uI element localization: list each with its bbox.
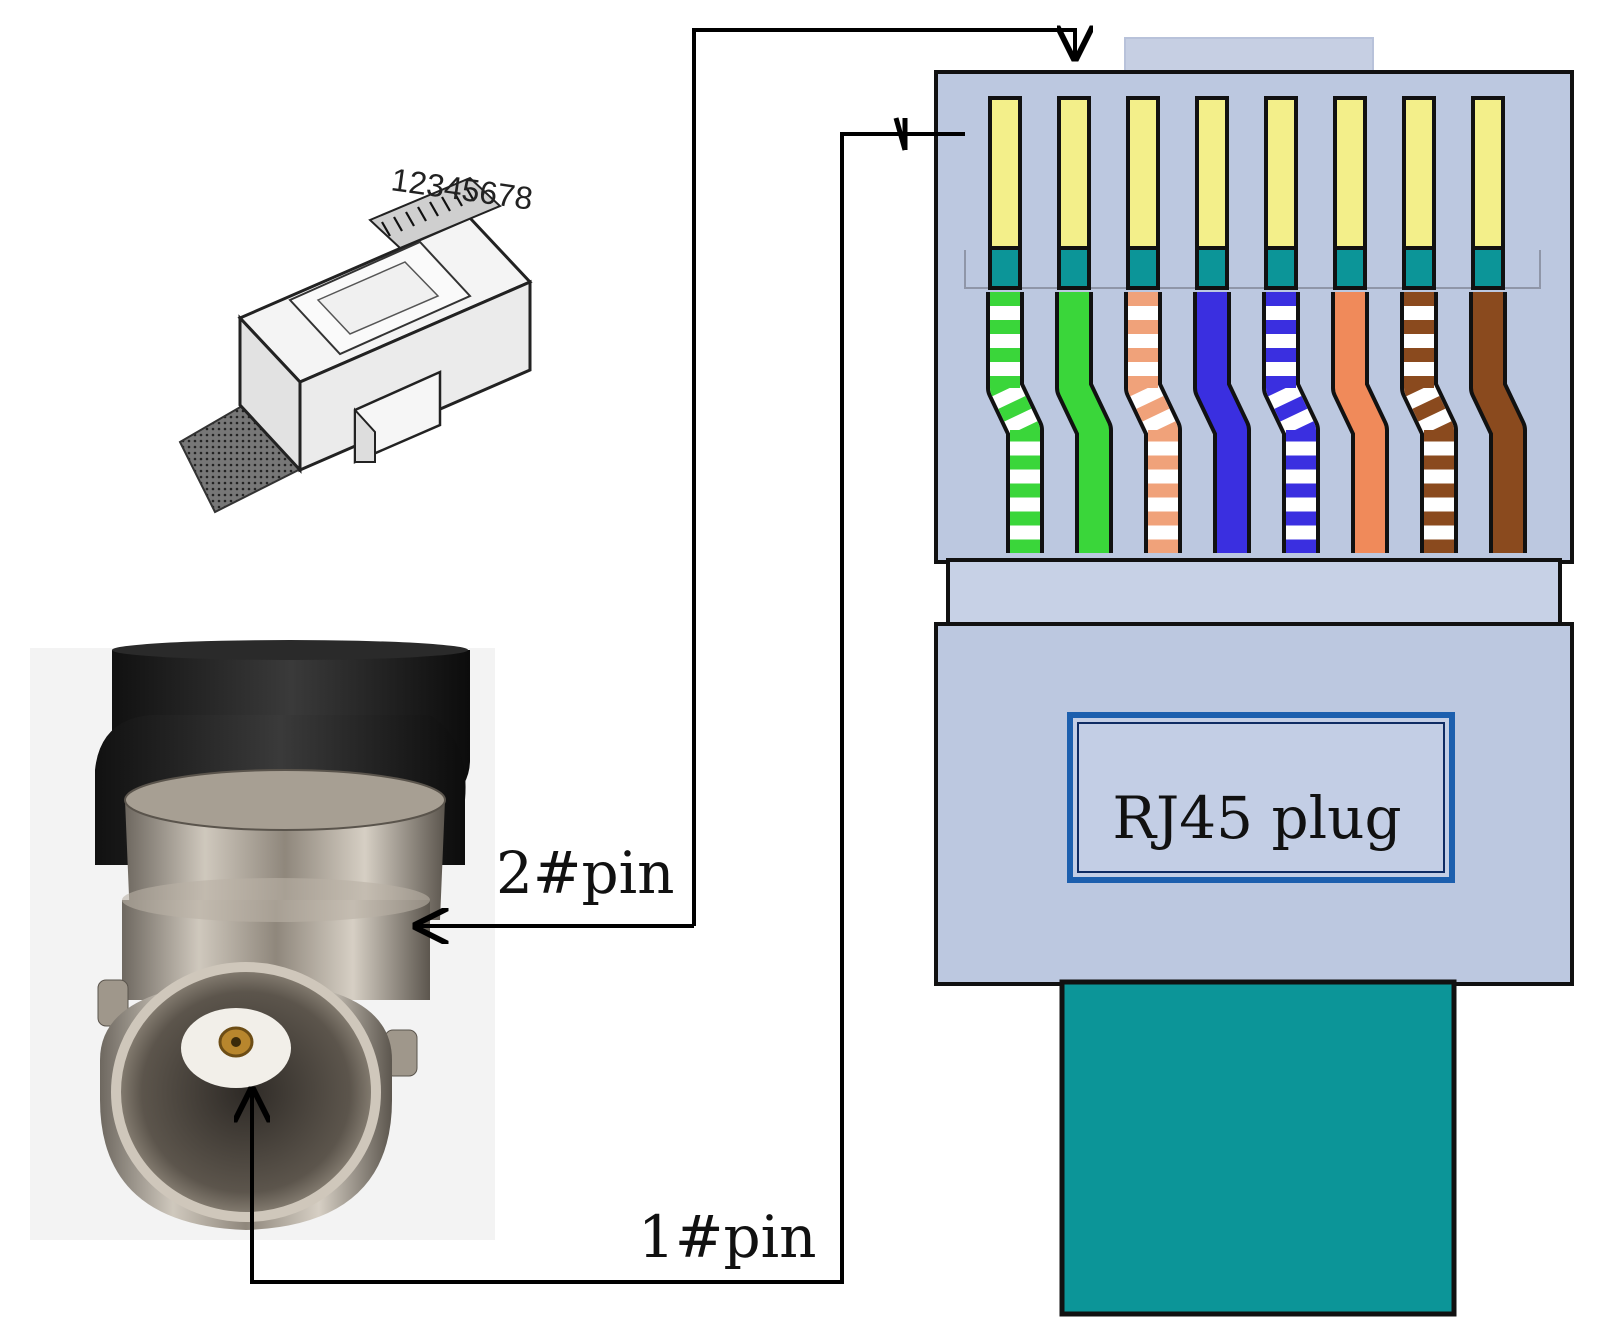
- wire-8: [1469, 96, 1527, 553]
- bnc-connector-icon: [30, 640, 495, 1240]
- wire-5: [1262, 96, 1320, 553]
- wire-7: [1400, 96, 1458, 553]
- rj45-plug-label: RJ45 plug: [1112, 784, 1401, 852]
- wire-6: [1331, 96, 1389, 553]
- pin1-connection-line: [252, 117, 965, 1284]
- pin2-label: 2#pin: [496, 839, 675, 907]
- pin2-connection-line: [416, 30, 1075, 926]
- contact-pin-4: [1195, 96, 1229, 260]
- contact-pin-5: [1264, 96, 1298, 260]
- contact-pin-7: [1402, 96, 1436, 260]
- wire-2: [1055, 96, 1113, 553]
- contact-pin-8: [1471, 96, 1505, 260]
- contact-pin-3: [1126, 96, 1160, 260]
- rj45-sketch-icon: 12345678: [178, 161, 535, 514]
- contact-pin-2: [1057, 96, 1091, 260]
- wire-1: [986, 96, 1044, 553]
- contact-pin-1: [988, 96, 1022, 260]
- rj45-plug-drawing: RJ45 plug: [934, 37, 1574, 1317]
- wire-3: [1124, 96, 1182, 553]
- pin1-label: 1#pin: [638, 1203, 817, 1271]
- wire-group: [986, 96, 1527, 553]
- wire-4: [1193, 96, 1251, 553]
- contact-pin-6: [1333, 96, 1367, 260]
